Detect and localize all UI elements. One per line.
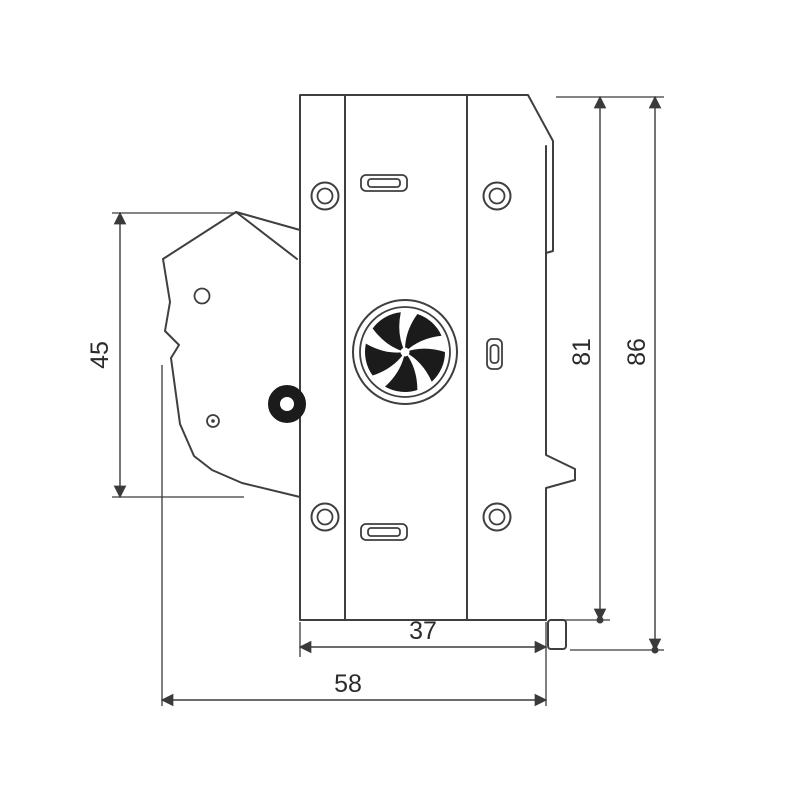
rotary-knob [352, 299, 458, 405]
slot-bottom [360, 523, 408, 541]
dimension-label-58: 58 [334, 670, 362, 698]
slot-side [486, 338, 503, 370]
vent-slots [360, 174, 503, 541]
lever-outline [162, 211, 301, 498]
mounting-holes [310, 181, 512, 532]
release-lever [162, 211, 301, 498]
mounting-hole [482, 181, 512, 211]
dimension-label-86: 86 [623, 338, 651, 366]
slot-top [360, 174, 408, 192]
dimension-label-81: 81 [568, 338, 596, 366]
terminal-pin [547, 619, 567, 650]
mounting-hole [482, 502, 512, 532]
dim-dot-81 [596, 616, 604, 624]
dimension-label-37: 37 [409, 617, 437, 645]
lever-inner-edge [235, 211, 298, 260]
dim-dot-86 [651, 646, 659, 654]
lever-pin-center [211, 419, 215, 423]
mounting-hole [310, 181, 340, 211]
knob-blades [365, 312, 445, 392]
lever-pivot-hole [193, 287, 211, 305]
dimension-label-45: 45 [86, 341, 114, 369]
grommet-ring [268, 385, 306, 423]
knob-center [400, 347, 410, 357]
mounting-hole [310, 502, 340, 532]
dimensions: 45 81 86 37 58 [86, 95, 664, 707]
